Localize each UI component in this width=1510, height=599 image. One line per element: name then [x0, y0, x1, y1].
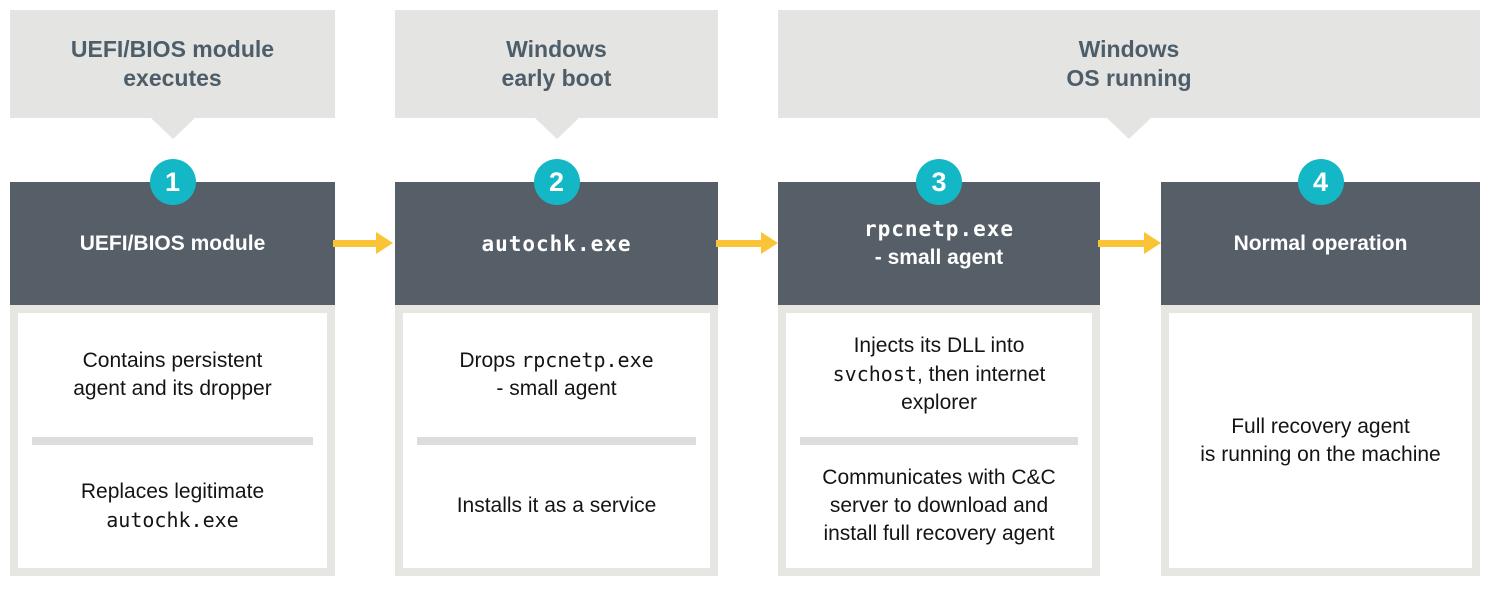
step-number-badge: 3: [916, 159, 962, 205]
detail-text: Communicates with C&C server to download…: [822, 466, 1056, 546]
phase-callout-uefi-executes: UEFI/BIOS module executes: [10, 10, 335, 139]
step-detail-bottom: Replaces legitimate autochk.exe: [18, 445, 327, 569]
detail-text-mono: autochk.exe: [106, 507, 239, 532]
step-header: 4 Normal operation: [1161, 159, 1480, 305]
step-header: 2 autochk.exe: [395, 159, 718, 305]
detail-text: Installs it as a service: [456, 494, 657, 518]
detail-text-sans: - small agent: [496, 377, 617, 401]
callout-tail-icon: [534, 118, 579, 139]
arrow-shaft: [1098, 239, 1144, 247]
step-detail-bottom: Communicates with C&C server to download…: [786, 445, 1092, 569]
detail-text: Contains persistent agent and its droppe…: [73, 348, 272, 400]
detail-text-sans: Injects its DLL into: [853, 334, 1025, 358]
step-body-inner: Injects its DLL into svchost, then inter…: [786, 313, 1092, 568]
arrow-shaft: [333, 239, 376, 247]
step-title: Normal operation: [1233, 231, 1408, 255]
detail-text-sans: , then internet explorer: [901, 363, 1046, 415]
arrow-head: [761, 232, 778, 254]
step-header: 3 rpcnetp.exe - small agent: [778, 159, 1100, 305]
section-divider: [800, 436, 1078, 445]
detail-text: Replaces legitimate autochk.exe: [81, 478, 264, 535]
step-title: autochk.exe: [481, 231, 632, 256]
step-detail-top: Contains persistent agent and its droppe…: [18, 313, 327, 437]
callout-tail-icon: [150, 118, 195, 139]
step-title: UEFI/BIOS module: [79, 231, 266, 255]
step-detail-bottom: Installs it as a service: [403, 445, 710, 569]
step-body: Full recovery agent is running on the ma…: [1161, 305, 1480, 576]
flow-arrow-icon: [716, 232, 778, 254]
step-title: rpcnetp.exe - small agent: [864, 215, 1014, 272]
detail-text-sans: Drops: [459, 349, 522, 373]
step-body-inner: Full recovery agent is running on the ma…: [1169, 313, 1472, 568]
section-divider: [32, 436, 313, 445]
step-normal-operation: 4 Normal operation Full recovery agent i…: [1161, 159, 1480, 576]
phase-label: UEFI/BIOS module executes: [70, 36, 275, 91]
detail-text: Drops rpcnetp.exe - small agent: [459, 346, 653, 403]
step-detail-top: Injects its DLL into svchost, then inter…: [786, 313, 1092, 437]
callout-tail-icon: [1107, 118, 1151, 139]
phase-callout-windows-os-running: Windows OS running: [778, 10, 1480, 139]
step-autochk-exe: 2 autochk.exe Drops rpcnetp.exe - small …: [395, 159, 718, 576]
phase-callout-windows-early-boot: Windows early boot: [395, 10, 718, 139]
detail-text: Injects its DLL into svchost, then inter…: [833, 332, 1046, 417]
arrow-head: [1144, 232, 1161, 254]
flow-arrow-icon: [333, 232, 393, 254]
step-body-inner: Contains persistent agent and its droppe…: [18, 313, 327, 568]
step-body: Injects its DLL into svchost, then inter…: [778, 305, 1100, 576]
step-number-badge: 1: [149, 159, 196, 205]
step-number-badge: 4: [1297, 159, 1344, 205]
step-body: Drops rpcnetp.exe - small agent Installs…: [395, 305, 718, 576]
flow-arrow-icon: [1098, 232, 1161, 254]
arrow-shaft: [716, 239, 761, 247]
step-detail-single: Full recovery agent is running on the ma…: [1169, 313, 1472, 568]
arrow-head: [376, 232, 393, 254]
detail-text-mono: svchost: [832, 362, 917, 387]
step-body-inner: Drops rpcnetp.exe - small agent Installs…: [403, 313, 710, 568]
detail-text-mono: rpcnetp.exe: [521, 348, 654, 373]
step-title-mono: rpcnetp.exe: [863, 217, 1015, 241]
step-number-badge: 2: [533, 159, 580, 205]
section-divider: [417, 436, 696, 445]
detail-text-sans: Replaces legitimate: [80, 479, 265, 503]
phase-label: Windows early boot: [501, 36, 612, 91]
step-title-sans: - small agent: [874, 246, 1004, 269]
phase-label: Windows OS running: [1066, 36, 1192, 91]
step-body: Contains persistent agent and its droppe…: [10, 305, 335, 576]
step-uefi-bios-module: 1 UEFI/BIOS module Contains persistent a…: [10, 159, 335, 576]
step-header: 1 UEFI/BIOS module: [10, 159, 335, 305]
detail-text: Full recovery agent is running on the ma…: [1200, 414, 1441, 466]
step-rpcnetp-small-agent: 3 rpcnetp.exe - small agent Injects its …: [778, 159, 1100, 576]
step-detail-top: Drops rpcnetp.exe - small agent: [403, 313, 710, 437]
